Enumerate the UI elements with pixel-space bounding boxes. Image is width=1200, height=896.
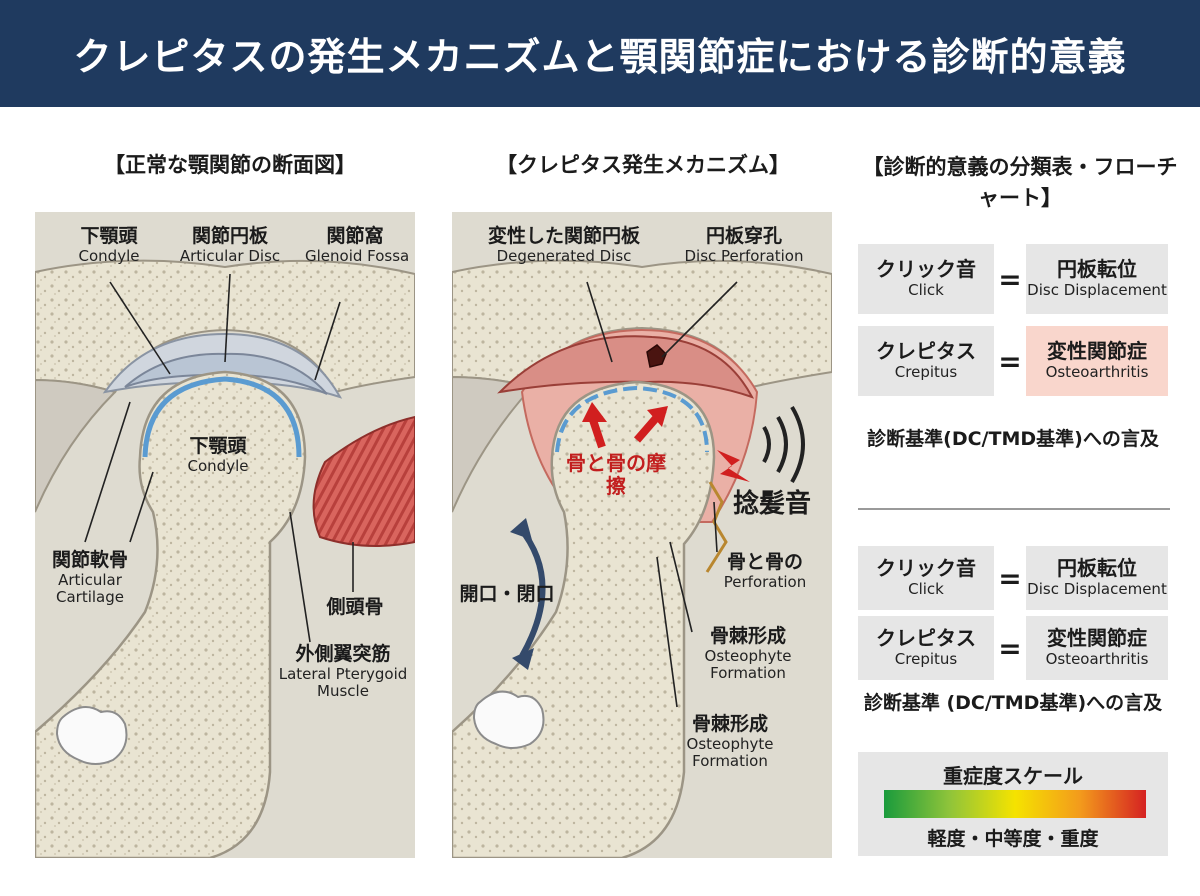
dc-tmd-note-2: 診断基準 (DC/TMD基準)への言及 [863, 692, 1163, 714]
cell-click: クリック音 Click [858, 244, 994, 314]
equals-sign: = [998, 344, 1022, 378]
table1-row-crepitus: クレピタス Crepitus = 変性関節症 Osteoarthritis [858, 326, 1168, 396]
dc-tmd-note-1: 診断基準(DC/TMD基準)への言及 [867, 428, 1159, 450]
label-lateral-pterygoid: 外側翼突筋 Lateral Pterygoid Muscle [278, 643, 408, 701]
label-articular-cartilage: 関節軟骨 Articular Cartilage [51, 549, 128, 607]
label-temporal-bone: 側頭骨 [326, 596, 384, 618]
label-glenoid-fossa: 関節窩 Glenoid Fossa [305, 225, 410, 265]
cell-disc-displacement: 円板転位 Disc Displacement [1026, 244, 1168, 314]
label-bone-friction: 骨と骨の摩擦 [566, 451, 666, 498]
label-condyle-center: 下顎頭 Condyle [187, 435, 249, 475]
severity-scale: 重症度スケール 軽度・中等度・重度 [858, 752, 1168, 856]
diagnostic-table-title: 【診断的意義の分類表・フローチャート】 [862, 155, 1178, 210]
normal-joint-panel: 下顎頭 Condyle 関節円板 Articular Disc 関節窩 Glen… [35, 212, 415, 858]
table1-row-click: クリック音 Click = 円板転位 Disc Displacement [858, 244, 1168, 314]
severity-levels: 軽度・中等度・重度 [927, 828, 1099, 850]
severity-gradient-bar [884, 790, 1146, 818]
table2-row-click: クリック音 Click = 円板転位 Disc Displacement [858, 546, 1168, 610]
equals-sign: = [998, 631, 1022, 665]
section-divider [858, 508, 1170, 510]
cell-crepitus: クレピタス Crepitus [858, 326, 994, 396]
label-disc-perforation: 円板穿孔 Disc Perforation [684, 225, 804, 265]
label-articular-disc: 関節円板 Articular Disc [179, 225, 281, 265]
table2-row-crepitus: クレピタス Crepitus = 変性関節症 Osteoarthritis [858, 616, 1168, 680]
cell-crepitus: クレピタス Crepitus [858, 616, 994, 680]
normal-joint-illustration [35, 212, 415, 858]
normal-joint-title: 【正常な顎関節の断面図】 [104, 153, 356, 177]
mechanism-title: 【クレピタス発生メカニズム】 [496, 153, 790, 177]
label-condyle-top: 下顎頭 Condyle [78, 225, 140, 265]
equals-sign: = [998, 561, 1022, 595]
label-crepitus-sound: 捻髪音 [732, 489, 811, 519]
label-bone-on-bone: 骨と骨の Perforation [723, 551, 807, 591]
equals-sign: = [998, 262, 1022, 296]
mechanism-panel: 変性した関節円板 Degenerated Disc 円板穿孔 Disc Perf… [452, 212, 832, 858]
header-bar: クレピタスの発生メカニズムと顎関節症における診断的意義 [0, 0, 1200, 107]
cell-osteoarthritis: 変性関節症 Osteoarthritis [1026, 616, 1168, 680]
label-osteophyte-1: 骨棘形成 Osteophyte Formation [704, 625, 792, 683]
label-degenerated-disc: 変性した関節円板 Degenerated Disc [487, 225, 640, 265]
cell-disc-displacement: 円板転位 Disc Displacement [1026, 546, 1168, 610]
label-open-close: 開口・閉口 [459, 583, 555, 605]
cell-click: クリック音 Click [858, 546, 994, 610]
severity-title: 重症度スケール [943, 764, 1083, 788]
label-osteophyte-2: 骨棘形成 Osteophyte Formation [686, 713, 774, 771]
page-title: クレピタスの発生メカニズムと顎関節症における診断的意義 [73, 35, 1127, 79]
cell-osteoarthritis-highlight: 変性関節症 Osteoarthritis [1026, 326, 1168, 396]
mechanism-illustration [452, 212, 832, 858]
